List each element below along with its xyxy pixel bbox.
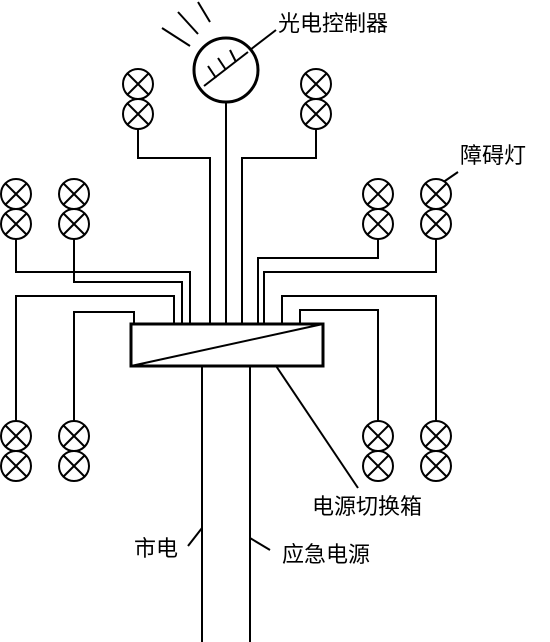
- photo-controller-symbol: [192, 36, 260, 104]
- obstacle-light-icon: [58, 178, 90, 210]
- obstacle-light-icon: [362, 420, 394, 452]
- obstacle-light-icon: [362, 178, 394, 210]
- obstacle-light-icon: [300, 98, 332, 130]
- branch-wires: [15, 128, 437, 422]
- obstacle-light-icon: [420, 208, 452, 240]
- obstacle-light-icon: [300, 68, 332, 100]
- obstacle-light-icon: [420, 450, 452, 482]
- obstacle-light-icon: [0, 450, 32, 482]
- label-photo-controller: 光电控制器: [278, 12, 389, 37]
- label-mains: 市电: [134, 537, 179, 562]
- obstacle-light-icon: [58, 420, 90, 452]
- obstacle-light-icon: [122, 98, 154, 130]
- obstacle-light-icon: [420, 178, 452, 210]
- label-obstacle-light: 障碍灯: [460, 144, 527, 169]
- obstacle-light-icon: [362, 450, 394, 482]
- obstacle-light-icon: [420, 420, 452, 452]
- switch-box: [129, 322, 325, 368]
- obstacle-lights: [0, 68, 452, 482]
- obstacle-light-icon: [0, 420, 32, 452]
- obstacle-light-icon: [58, 450, 90, 482]
- obstacle-light-icon: [362, 208, 394, 240]
- obstacle-light-icon: [122, 68, 154, 100]
- light-rays: [161, 1, 211, 47]
- obstacle-light-icon: [0, 178, 32, 210]
- label-emergency-power: 应急电源: [282, 543, 371, 568]
- obstacle-light-icon: [58, 208, 90, 240]
- obstacle-light-icon: [0, 208, 32, 240]
- label-switch-box: 电源切换箱: [312, 495, 423, 520]
